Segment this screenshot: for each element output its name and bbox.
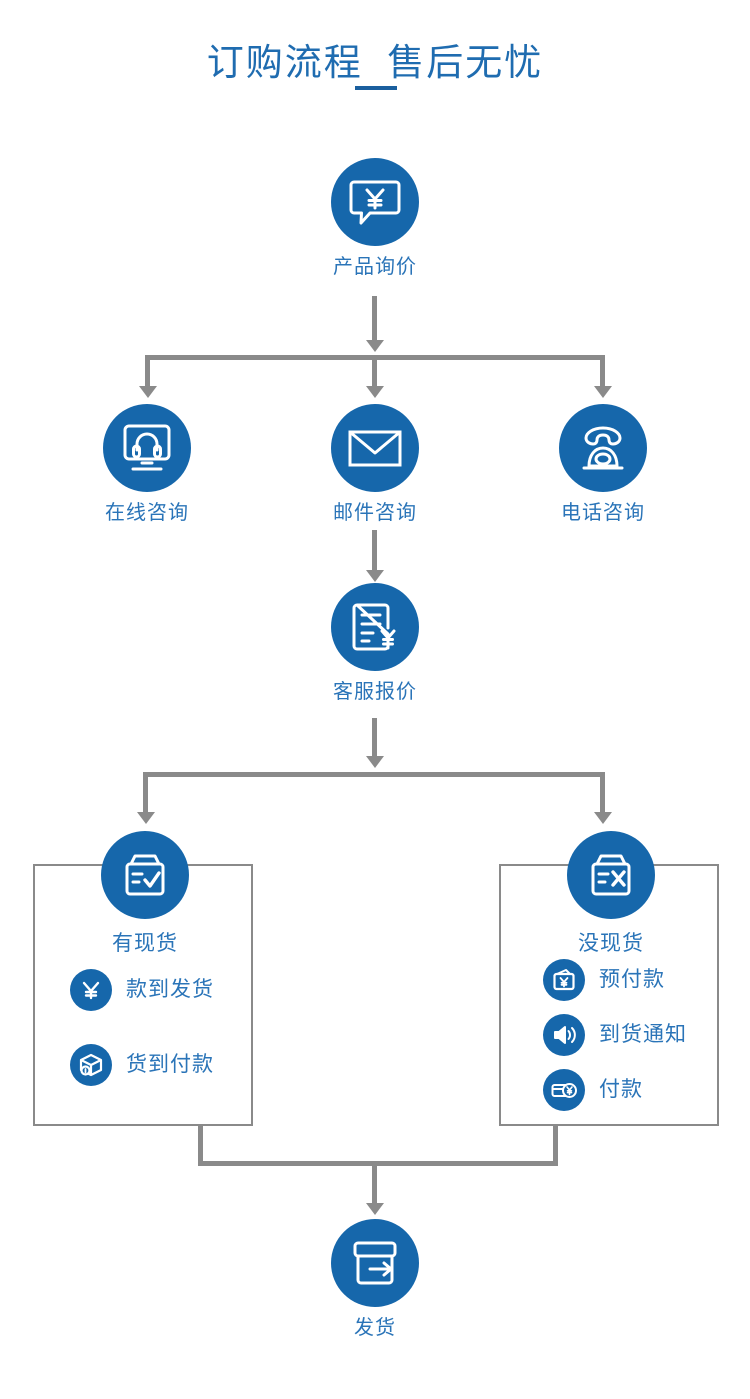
connector-merge-bar [198, 1161, 558, 1166]
node-service-quote[interactable]: 客服报价 [331, 583, 419, 704]
connector-line [600, 355, 605, 390]
node-phone-consult[interactable]: 电话咨询 [559, 404, 647, 525]
connector-split-bar [143, 772, 605, 777]
connector-line [372, 530, 377, 574]
connector-line [198, 1126, 203, 1166]
node-label: 客服报价 [333, 681, 417, 703]
connector-arrowhead [139, 386, 157, 398]
option-label: 预付款 [599, 968, 665, 991]
connector-line [553, 1126, 558, 1166]
yen-icon [70, 969, 112, 1011]
title-underline-accent [355, 86, 397, 90]
card-yen-icon [543, 1069, 585, 1111]
connector-line [372, 355, 377, 390]
option-label: 到货通知 [599, 1023, 687, 1046]
wallet-yen-icon [543, 959, 585, 1001]
package-lock-icon [70, 1044, 112, 1086]
node-label: 产品询价 [333, 256, 417, 278]
connector-line [143, 772, 148, 816]
node-product-inquiry[interactable]: 产品询价 [331, 158, 419, 279]
connector-arrowhead [366, 756, 384, 768]
option-row[interactable]: 付款 [543, 1069, 643, 1111]
node-in-stock[interactable]: 有现货 [99, 831, 191, 957]
box-check-icon [101, 831, 189, 919]
stock-box-title: 有现货 [112, 932, 178, 955]
option-label: 款到发货 [126, 978, 214, 1001]
connector-line [372, 1161, 377, 1207]
option-row[interactable]: 货到付款 [70, 1044, 214, 1086]
connector-arrowhead [366, 386, 384, 398]
node-label: 在线咨询 [105, 502, 189, 524]
envelope-icon [331, 404, 419, 492]
node-label: 邮件咨询 [333, 502, 417, 524]
box-cross-icon [567, 831, 655, 919]
option-label: 货到付款 [126, 1053, 214, 1076]
connector-arrowhead [594, 386, 612, 398]
connector-line [600, 772, 605, 816]
option-row[interactable]: 款到发货 [70, 969, 214, 1011]
node-out-of-stock[interactable]: 没现货 [565, 831, 657, 957]
connector-arrowhead [366, 1203, 384, 1215]
option-label: 付款 [599, 1078, 643, 1101]
speech-bubble-yen-icon [331, 158, 419, 246]
option-row[interactable]: 到货通知 [543, 1014, 687, 1056]
telephone-icon [559, 404, 647, 492]
box-arrow-out-icon [331, 1219, 419, 1307]
stock-box-title: 没现货 [578, 932, 644, 955]
connector-line [372, 718, 377, 760]
connector-arrowhead [366, 570, 384, 582]
connector-arrowhead [366, 340, 384, 352]
node-label: 电话咨询 [561, 502, 645, 524]
connector-arrowhead [137, 812, 155, 824]
document-yen-icon [331, 583, 419, 671]
node-online-consult[interactable]: 在线咨询 [103, 404, 191, 525]
node-email-consult[interactable]: 邮件咨询 [331, 404, 419, 525]
page-title-wrap: 订购流程 售后无忧 [0, 40, 750, 86]
node-label: 发货 [354, 1317, 396, 1339]
node-shipment[interactable]: 发货 [331, 1219, 419, 1340]
monitor-headset-icon [103, 404, 191, 492]
connector-line [145, 355, 150, 390]
option-row[interactable]: 预付款 [543, 959, 665, 1001]
connector-arrowhead [594, 812, 612, 824]
speaker-icon [543, 1014, 585, 1056]
connector-line [372, 296, 377, 344]
page-title: 订购流程 售后无忧 [206, 42, 544, 83]
